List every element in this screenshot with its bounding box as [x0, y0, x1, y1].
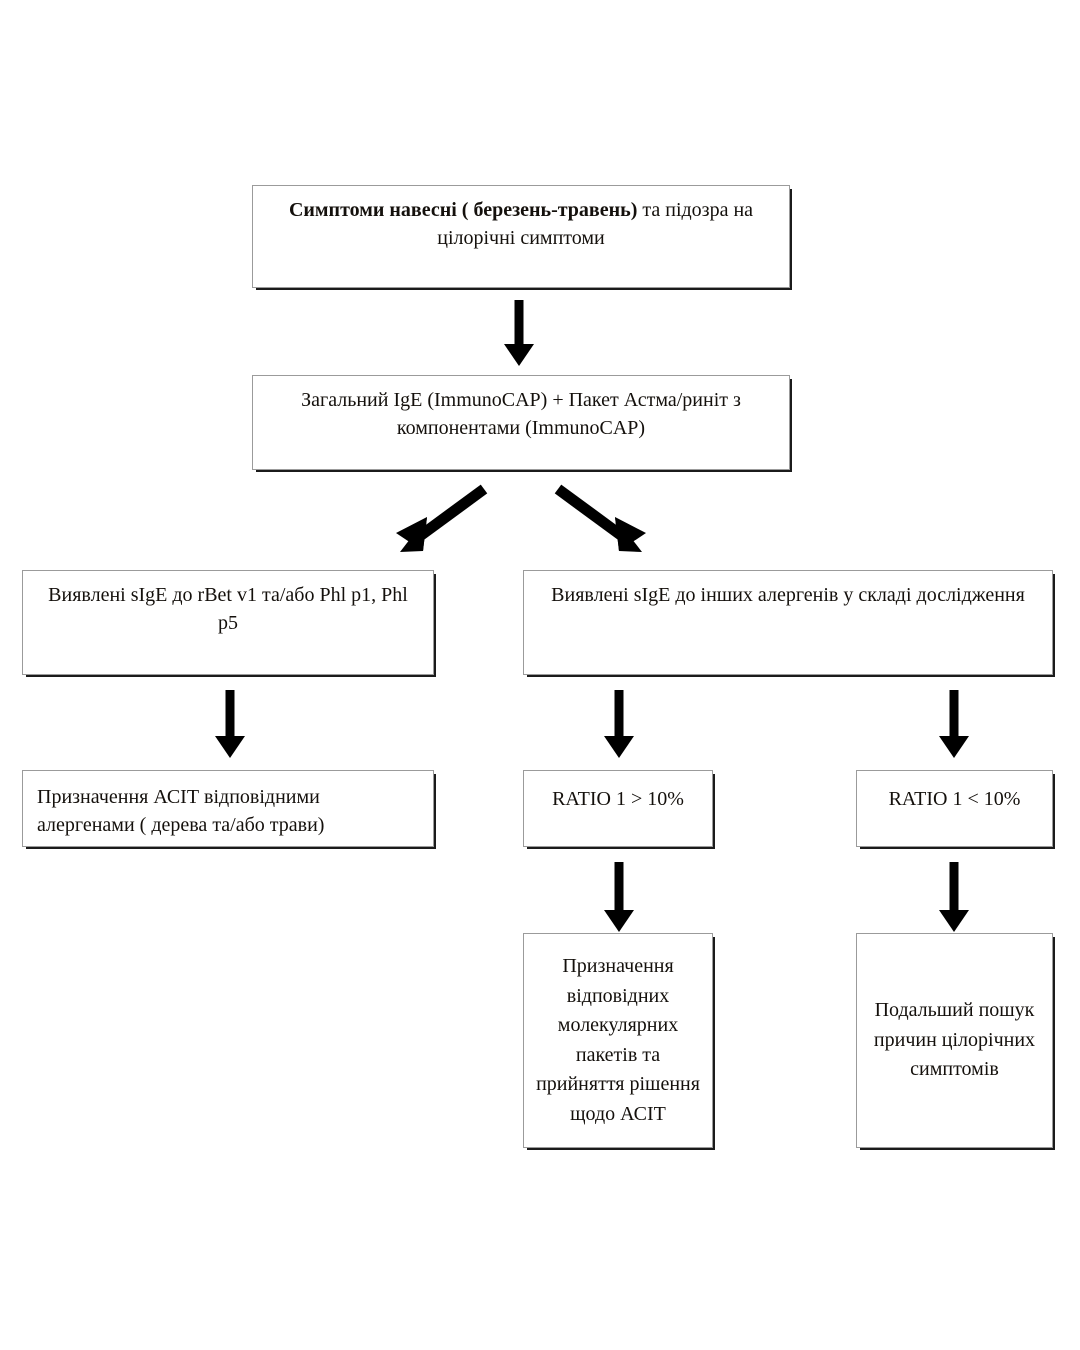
node-molecular-packages: Призначення відповідних молекулярних пак…: [523, 933, 713, 1148]
node-further-search-text: Подальший пошук причин цілорічних симпто…: [873, 999, 1036, 1081]
arrow-n2-to-n3-left: [380, 483, 490, 561]
node-total-ige-panel-text: Загальний IgE (ImmunoCAP) + Пакет Астма/…: [301, 389, 741, 440]
arrow-shaft: [514, 300, 524, 346]
arrow-head: [504, 344, 534, 366]
node-symptoms-spring-bold-text: Симптоми навесні ( березень-травень): [288, 199, 638, 221]
node-molecular-packages-text: Призначення відповідних молекулярних пак…: [536, 955, 700, 1125]
node-ratio-below-10: RATIO 1 < 10%: [856, 770, 1053, 847]
node-prescribe-asit-text: Призначення АСІТ відповідними алергенами…: [37, 786, 325, 837]
arrow-n7-to-n9: [939, 862, 969, 932]
arrow-n4-to-n7: [939, 690, 969, 758]
node-sige-rbet-phl-text: Виявлені sIgE до rBet v1 та/або Phl p1, …: [48, 584, 408, 635]
arrow-shaft: [949, 690, 959, 738]
arrow-head: [604, 910, 634, 932]
node-symptoms-spring-rest-text: та підозра на цілорічні симптоми: [437, 199, 754, 250]
arrow-shaft: [225, 690, 235, 738]
node-ratio-above-10: RATIO 1 > 10%: [523, 770, 713, 847]
arrow-shaft: [614, 862, 624, 912]
arrow-head: [215, 736, 245, 758]
node-ratio-above-10-text: RATIO 1 > 10%: [552, 788, 684, 810]
arrow-head: [939, 736, 969, 758]
arrow-n6-to-n8: [604, 862, 634, 932]
node-sige-other-allergens: Виявлені sIgE до інших алергенів у склад…: [523, 570, 1053, 675]
arrow-head: [939, 910, 969, 932]
arrow-n3-to-n5: [215, 690, 245, 758]
node-prescribe-asit: Призначення АСІТ відповідними алергенами…: [22, 770, 434, 847]
arrow-head: [604, 736, 634, 758]
arrow-shaft: [949, 862, 959, 912]
arrow-n1-to-n2: [504, 300, 534, 366]
node-total-ige-panel: Загальний IgE (ImmunoCAP) + Пакет Астма/…: [252, 375, 790, 470]
arrow-n4-to-n6: [604, 690, 634, 758]
arrow-n2-to-n4-right: [552, 483, 662, 561]
node-symptoms-spring: Симптоми навесні ( березень-травень) та …: [252, 185, 790, 288]
arrow-shaft: [614, 690, 624, 738]
node-sige-rbet-phl: Виявлені sIgE до rBet v1 та/або Phl p1, …: [22, 570, 434, 675]
node-further-search: Подальший пошук причин цілорічних симпто…: [856, 933, 1053, 1148]
node-ratio-below-10-text: RATIO 1 < 10%: [888, 788, 1021, 810]
node-sige-other-allergens-text: Виявлені sIgE до інших алергенів у склад…: [551, 584, 1025, 606]
